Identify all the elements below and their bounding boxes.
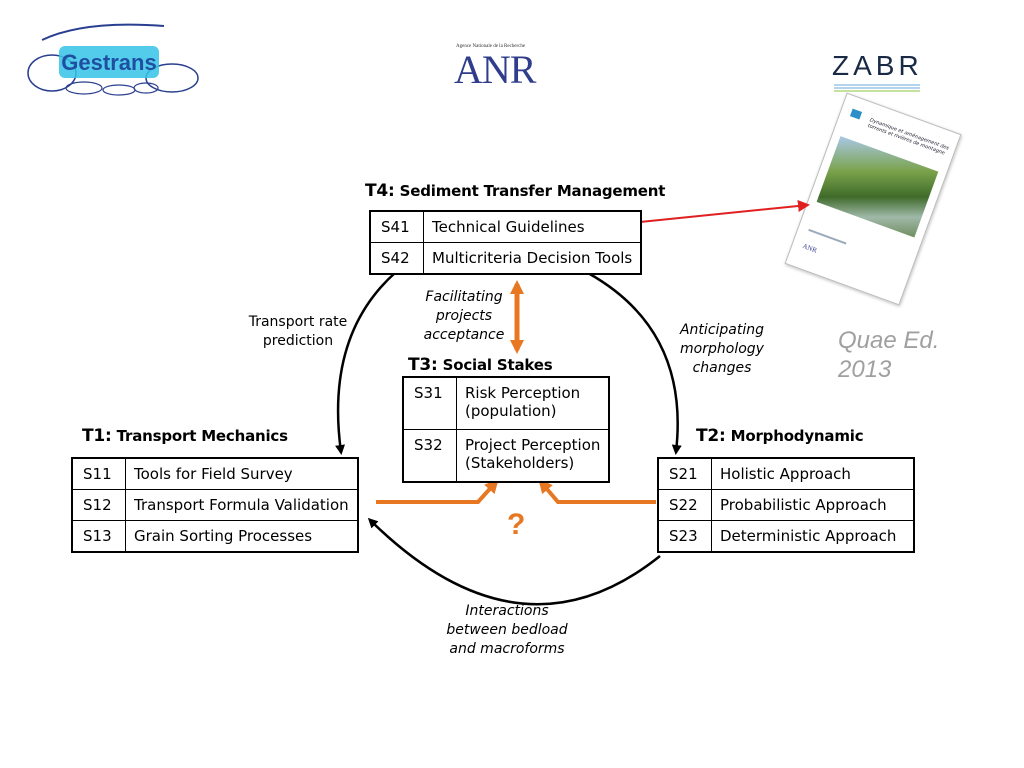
t4-code: T4: (365, 181, 395, 201)
arrow-t2-to-t3 (541, 482, 656, 502)
t1-code: T1: (82, 426, 112, 446)
subtask-label: Transport Formula Validation (126, 490, 358, 521)
t3-code: T3: (408, 355, 438, 375)
subtask-code: S42 (370, 243, 424, 275)
subtask-label: Holistic Approach (712, 458, 915, 490)
subtask-label: Probabilistic Approach (712, 490, 915, 521)
subtask-label: Multicriteria Decision Tools (424, 243, 642, 275)
arrow-guidelines-to-book (640, 205, 808, 222)
subtask-label: Grain Sorting Processes (126, 521, 358, 553)
subtask-code: S21 (658, 458, 712, 490)
subtask-code: S12 (72, 490, 126, 521)
t2-name: Morphodynamic (731, 427, 864, 445)
t3-subtask-table: S31 Risk Perception (population) S32 Pro… (402, 376, 610, 483)
t3-title: T3: Social Stakes (408, 355, 552, 375)
t1-subtask-table: S11 Tools for Field Survey S12 Transport… (71, 457, 359, 553)
t4-name: Sediment Transfer Management (400, 182, 666, 200)
subtask-label: Deterministic Approach (712, 521, 915, 553)
table-row: S42 Multicriteria Decision Tools (370, 243, 641, 275)
t2-code: T2: (696, 426, 726, 446)
subtask-code: S13 (72, 521, 126, 553)
table-row: S13 Grain Sorting Processes (72, 521, 358, 553)
label-interactions: Interactions between bedload and macrofo… (432, 602, 582, 659)
subtask-label: Project Perception (Stakeholders) (457, 430, 610, 483)
table-row: S31 Risk Perception (population) (403, 377, 609, 430)
arc-t4-to-t1 (338, 272, 396, 452)
subtask-code: S41 (370, 211, 424, 243)
t2-title: T2: Morphodynamic (696, 426, 863, 446)
question-mark: ? (507, 508, 525, 542)
label-anticipating: Anticipating morphology changes (662, 321, 782, 378)
table-row: S11 Tools for Field Survey (72, 458, 358, 490)
t2-subtask-table: S21 Holistic Approach S22 Probabilistic … (657, 457, 915, 553)
t3-name: Social Stakes (443, 356, 553, 374)
table-row: S12 Transport Formula Validation (72, 490, 358, 521)
subtask-code: S32 (403, 430, 457, 483)
label-facilitating: Facilitating projects acceptance (404, 288, 524, 345)
subtask-code: S31 (403, 377, 457, 430)
table-row: S23 Deterministic Approach (658, 521, 914, 553)
subtask-label: Tools for Field Survey (126, 458, 358, 490)
table-row: S32 Project Perception (Stakeholders) (403, 430, 609, 483)
table-row: S41 Technical Guidelines (370, 211, 641, 243)
arrow-t1-to-t3 (376, 482, 496, 502)
t1-name: Transport Mechanics (117, 427, 288, 445)
table-row: S21 Holistic Approach (658, 458, 914, 490)
subtask-code: S23 (658, 521, 712, 553)
t4-title: T4: Sediment Transfer Management (365, 181, 665, 201)
t4-subtask-table: S41 Technical Guidelines S42 Multicriter… (369, 210, 642, 275)
label-transport-rate: Transport rate prediction (238, 313, 358, 351)
subtask-code: S11 (72, 458, 126, 490)
subtask-code: S22 (658, 490, 712, 521)
t1-title: T1: Transport Mechanics (82, 426, 288, 446)
subtask-label: Technical Guidelines (424, 211, 642, 243)
table-row: S22 Probabilistic Approach (658, 490, 914, 521)
subtask-label: Risk Perception (population) (457, 377, 610, 430)
